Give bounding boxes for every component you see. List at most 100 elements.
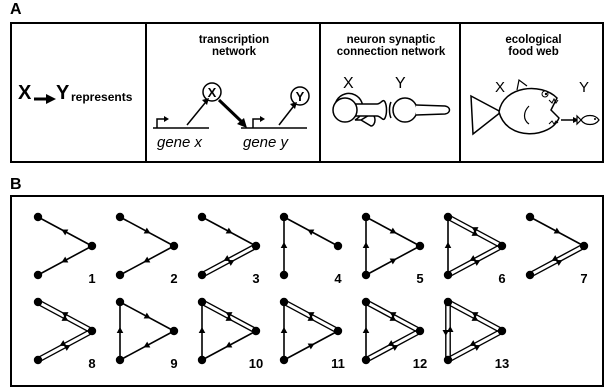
neuron-label-x: X (343, 75, 354, 92)
motif-node (197, 355, 207, 365)
neuron-title-1: neuron synaptic (346, 34, 436, 46)
motif-number: 9 (170, 356, 177, 371)
motif-node (443, 270, 453, 280)
motif-node (251, 326, 261, 336)
motif-node (87, 326, 97, 336)
motif-arrowhead (223, 255, 231, 261)
motif-number: 12 (413, 356, 427, 371)
transcription-title-2: network (211, 46, 257, 58)
motif-number: 3 (252, 271, 259, 286)
motif-node (443, 355, 453, 365)
motif-number: 7 (580, 271, 587, 286)
motif-node (361, 212, 371, 222)
neuron-cell: neuron synaptic connection network X Y (319, 24, 461, 161)
represents-text: represents (71, 90, 133, 104)
motif-arrowhead (471, 230, 479, 236)
motif-arrowhead (471, 227, 479, 233)
motif-node (33, 212, 43, 222)
motif-arrowhead (444, 242, 452, 248)
motif-arrowhead (471, 315, 479, 321)
motif-8: 8 (33, 297, 97, 371)
motif-arrowhead (555, 260, 563, 266)
motif-number: 1 (88, 271, 95, 286)
motif-arrowhead (143, 312, 151, 319)
motif-node (497, 241, 507, 251)
motif-7: 7 (525, 212, 589, 286)
motif-arrowhead (391, 345, 399, 351)
motif-number: 6 (498, 271, 505, 286)
motif-13: 13 (442, 297, 509, 371)
motif-arrowhead (551, 255, 559, 261)
neuron-label-y: Y (395, 75, 406, 92)
motif-arrowhead (116, 327, 124, 333)
represents-arrow-icon (34, 94, 56, 104)
motif-number: 4 (334, 271, 342, 286)
motif-node (115, 212, 125, 222)
motif-node (525, 212, 535, 222)
transcription-node-y: Y (296, 89, 305, 104)
food-web-title-2: food web (508, 46, 559, 58)
panel-a-box: X Y represents transcription network X (10, 22, 604, 163)
motif-arrowhead (473, 260, 481, 266)
motif-number: 13 (495, 356, 509, 371)
motif-node (443, 212, 453, 222)
motif-arrowhead (389, 258, 397, 265)
motif-arrowhead (225, 312, 233, 318)
motif-12: 12 (361, 297, 427, 371)
motif-10: 10 (197, 297, 263, 371)
motif-node (115, 355, 125, 365)
motif-node (33, 297, 43, 307)
motif-node (169, 326, 179, 336)
motif-node (361, 297, 371, 307)
motif-arrowhead (225, 315, 233, 321)
motif-node (333, 326, 343, 336)
motif-2: 2 (115, 212, 179, 286)
transcription-node-x: X (208, 85, 217, 100)
motif-node (251, 241, 261, 251)
food-web-label-x: X (495, 79, 506, 96)
motif-arrowhead (143, 227, 151, 234)
motif-node (169, 241, 179, 251)
motif-arrowhead (473, 345, 481, 351)
motif-node (525, 270, 535, 280)
motif-number: 5 (416, 271, 423, 286)
motif-node (415, 326, 425, 336)
motif-number: 2 (170, 271, 177, 286)
motif-node (87, 241, 97, 251)
motif-arrowhead (307, 312, 315, 318)
motif-arrowhead (61, 312, 69, 318)
motif-arrowhead (553, 227, 561, 234)
motif-node (279, 212, 289, 222)
gene-x-label: gene x (157, 134, 203, 151)
motif-arrowhead (225, 341, 233, 348)
motif-node (443, 297, 453, 307)
food-web-label-y: Y (579, 79, 590, 96)
transcription-title-1: transcription (198, 34, 270, 46)
motif-6: 6 (443, 212, 507, 286)
gene-y-label: gene y (243, 134, 289, 151)
big-fish-icon (470, 78, 600, 136)
motif-arrowhead (280, 327, 288, 333)
motif-node (279, 297, 289, 307)
motif-node (115, 270, 125, 280)
motif-node (33, 355, 43, 365)
transcription-cell: transcription network X Y gene (145, 24, 321, 161)
motif-number: 11 (331, 356, 345, 371)
motif-number: 10 (249, 356, 263, 371)
motif-arrowhead (227, 260, 235, 266)
motif-node (33, 270, 43, 280)
motif-arrowhead (389, 312, 397, 318)
motif-node (279, 270, 289, 280)
motif-arrowhead (280, 242, 288, 248)
motif-5: 5 (361, 212, 425, 286)
motif-arrowhead (198, 327, 206, 333)
neuron-icon (332, 92, 451, 127)
motif-arrowhead (61, 256, 69, 263)
motif-number: 8 (88, 356, 95, 371)
represents-cell: X Y represents (12, 24, 145, 161)
food-web-cell: ecological food web X Y (459, 24, 606, 161)
motif-node (197, 212, 207, 222)
motif-arrowhead (469, 340, 477, 346)
